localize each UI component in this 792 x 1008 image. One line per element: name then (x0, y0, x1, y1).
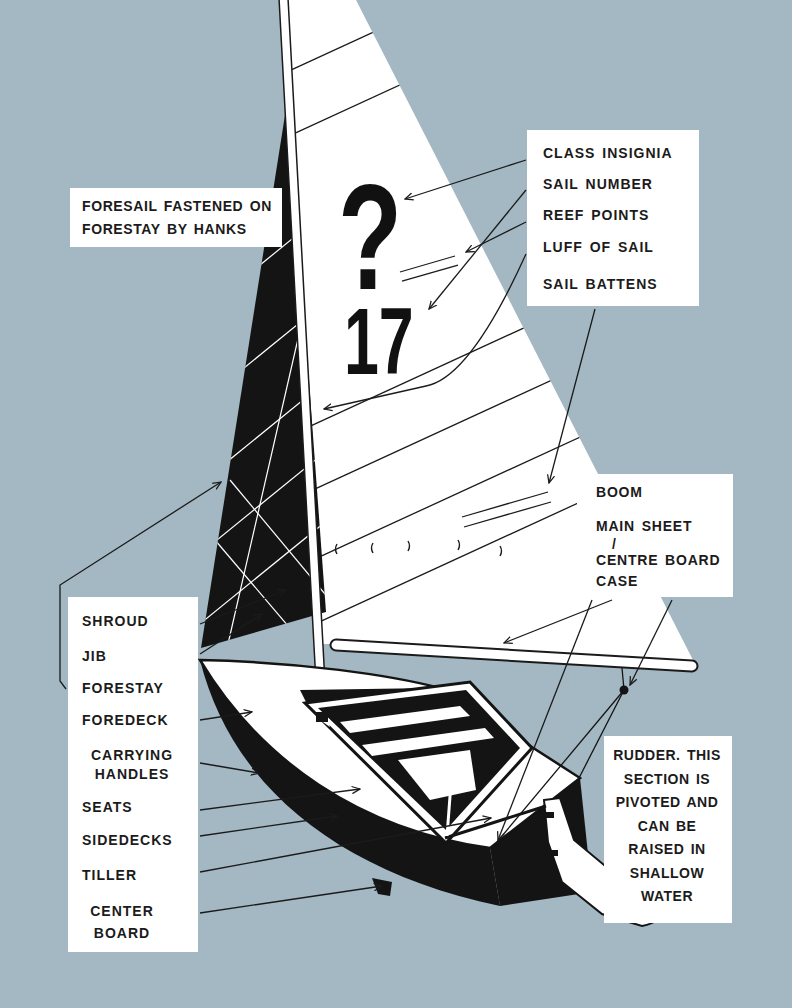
rudder-fitting (544, 812, 554, 818)
leader-line (200, 789, 360, 810)
part-label: FOREDECK (82, 711, 194, 730)
part-label: SAIL NUMBER (543, 174, 693, 194)
part-label: TILLER (82, 866, 194, 885)
class-insignia: ? (338, 162, 402, 312)
rudder-fitting (548, 850, 558, 856)
mast (279, 0, 327, 720)
label-box: CLASS INSIGNIA SAIL NUMBER REEF POINTS LUFF… (527, 130, 699, 306)
label-box: BOOM MAIN SHEET /CENTRE BOARD CASE (577, 474, 733, 597)
part-label: / (612, 538, 729, 550)
leader-line (200, 763, 259, 773)
leader-line (498, 600, 592, 840)
part-label: SEATS (82, 798, 194, 817)
part-label: RUDDER. THIS SECTION IS PIVOTED AND CAN … (610, 744, 724, 909)
part-label: JIB (82, 647, 194, 666)
part-label: CLASS INSIGNIA (543, 143, 693, 163)
leader-line (200, 886, 382, 913)
leader-line (630, 600, 672, 685)
tiller (445, 806, 546, 838)
leader-line (200, 816, 338, 836)
leader-line (549, 309, 595, 483)
part-label: FORESTAY (82, 679, 194, 698)
leader-line (429, 190, 526, 309)
leader-line (200, 712, 252, 720)
part-label: CENTRE BOARD CASE (596, 550, 729, 592)
leader-line (200, 590, 286, 624)
boom-fill (336, 645, 692, 666)
deck (200, 660, 580, 848)
leader-line (200, 614, 262, 654)
part-label: LUFF OF SAIL (543, 237, 693, 257)
reef-points (336, 540, 502, 556)
seat-plank (362, 728, 494, 756)
carrying-handle (261, 767, 273, 777)
sail-number: 17 (344, 294, 414, 389)
cockpit-coaming (305, 682, 532, 843)
leader-line (405, 160, 526, 199)
part-label: CARRYING HANDLES (82, 746, 182, 784)
leader-line (504, 600, 612, 643)
cockpit-well (318, 690, 520, 830)
part-label: REEF POINTS (543, 205, 693, 225)
part-label: MAIN SHEET (596, 516, 729, 536)
label-box: SHROUD JIB FORESTAY FOREDECK CARRYING HANDLE… (68, 597, 198, 952)
label-box: RUDDER. THIS SECTION IS PIVOTED AND CAN … (604, 736, 732, 923)
part-label: FORESAIL FASTENED ON FORESTAY BY HANKS (82, 195, 274, 241)
leader-line (200, 818, 491, 872)
label-box: FORESAIL FASTENED ON FORESTAY BY HANKS (70, 188, 282, 247)
centreboard-case (398, 750, 476, 800)
seat-plank (340, 706, 470, 733)
part-label: SHROUD (82, 612, 194, 631)
part-label: SIDEDECKS (82, 831, 194, 850)
mast-foot (316, 712, 328, 722)
part-label: CENTER BOARD (82, 900, 162, 944)
sheet-block (620, 686, 629, 695)
part-label: SAIL BATTENS (543, 274, 693, 294)
boom (336, 645, 692, 666)
leader-line (466, 222, 526, 252)
part-label: BOOM (596, 482, 729, 502)
